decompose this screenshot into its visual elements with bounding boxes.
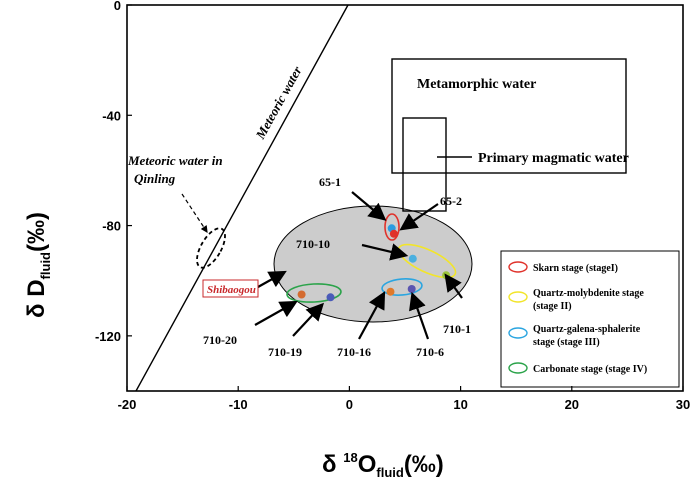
data-point-65-2 [389,229,398,238]
arrow-65-2 [399,203,439,231]
arrow-710-10 [361,243,409,261]
x-axis-ticks: -20 -10 0 10 20 30 [118,386,690,412]
meteoric-water-line [135,4,349,392]
plot-frame [126,4,684,392]
x-tick-label: -20 [118,397,137,412]
arrow-710-16 [358,291,386,340]
legend-swatch-quartz-molybdenite [508,291,528,303]
label-710-10: 710-10 [296,237,330,251]
primary-magmatic-water-label: Primary magmatic water [478,151,629,166]
arrow-710-20 [254,300,298,326]
label-65-2: 65-2 [440,194,462,208]
arrow-65-1 [351,191,387,221]
y-axis-ticks: 0 -40 -80 -120 [95,0,132,344]
legend-label-quartz-galena-sphalerite-2: stage (stage III) [533,337,600,348]
metamorphic-water-label: Metamorphic water [417,77,536,92]
primary-magmatic-water-box [402,117,447,212]
legend-box [500,250,680,388]
y-tick-label: -40 [102,108,121,123]
legend-swatch-quartz-galena-sphalerite [508,327,528,339]
legend-swatch-skarn [508,261,528,273]
x-axis-title: δ 18Ofluid(‰) [322,450,444,480]
qinling-meteoric-field [196,227,226,269]
legend-label-quartz-molybdenite-2: (stage II) [533,301,572,312]
legend-swatch-carbonate [508,362,528,374]
legend: Skarn stage (stageI) Quartz-molybdenite … [500,250,680,388]
label-710-6: 710-6 [416,345,444,359]
arrow-shibaogou [257,270,287,288]
label-710-1: 710-1 [443,322,471,336]
arrow-710-19 [292,302,325,337]
qinling-label-line1: Meteoric water in [127,153,223,168]
data-point-710-6 [407,285,416,293]
y-axis-title: δ Dfluid(‰) [23,212,53,318]
shibaogou-field [273,205,473,323]
x-tick-label: -10 [229,397,248,412]
y-tick-label: -80 [102,219,121,234]
arrow-710-6 [409,291,430,340]
y-tick-label: -120 [95,329,121,344]
arrow-qinling [181,193,208,234]
legend-label-quartz-galena-sphalerite-1: Quartz-galena-sphalerite [533,324,641,335]
x-tick-label: 10 [453,397,467,412]
x-tick-label: 20 [565,397,579,412]
arrow-710-1 [444,273,463,299]
shibaogou-label-box [202,279,259,298]
legend-label-skarn: Skarn stage (stageI) [533,263,618,274]
data-point-710-10 [408,254,417,263]
label-710-19: 710-19 [268,345,302,359]
quartz-galena-sphalerite-ellipse [381,278,423,296]
qinling-label-line2: Qinling [134,171,176,186]
data-point-710-16 [386,287,395,296]
x-tick-label: 0 [346,397,353,412]
metamorphic-water-box [391,58,627,174]
shibaogou-label: Shibaogou [207,284,256,296]
legend-label-carbonate: Carbonate stage (stage IV) [533,364,647,375]
x-tick-label: 30 [676,397,690,412]
label-710-20: 710-20 [203,333,237,347]
carbonate-stage-ellipse [286,283,342,303]
skarn-stage-ellipse [384,213,400,241]
data-point-710-20 [297,290,306,299]
data-points [297,224,451,302]
legend-label-quartz-molybdenite-1: Quartz-molybdenite stage [533,288,644,299]
data-point-710-19 [326,293,335,302]
label-65-1: 65-1 [319,175,341,189]
y-tick-label: 0 [114,0,121,13]
label-710-16: 710-16 [337,345,371,359]
